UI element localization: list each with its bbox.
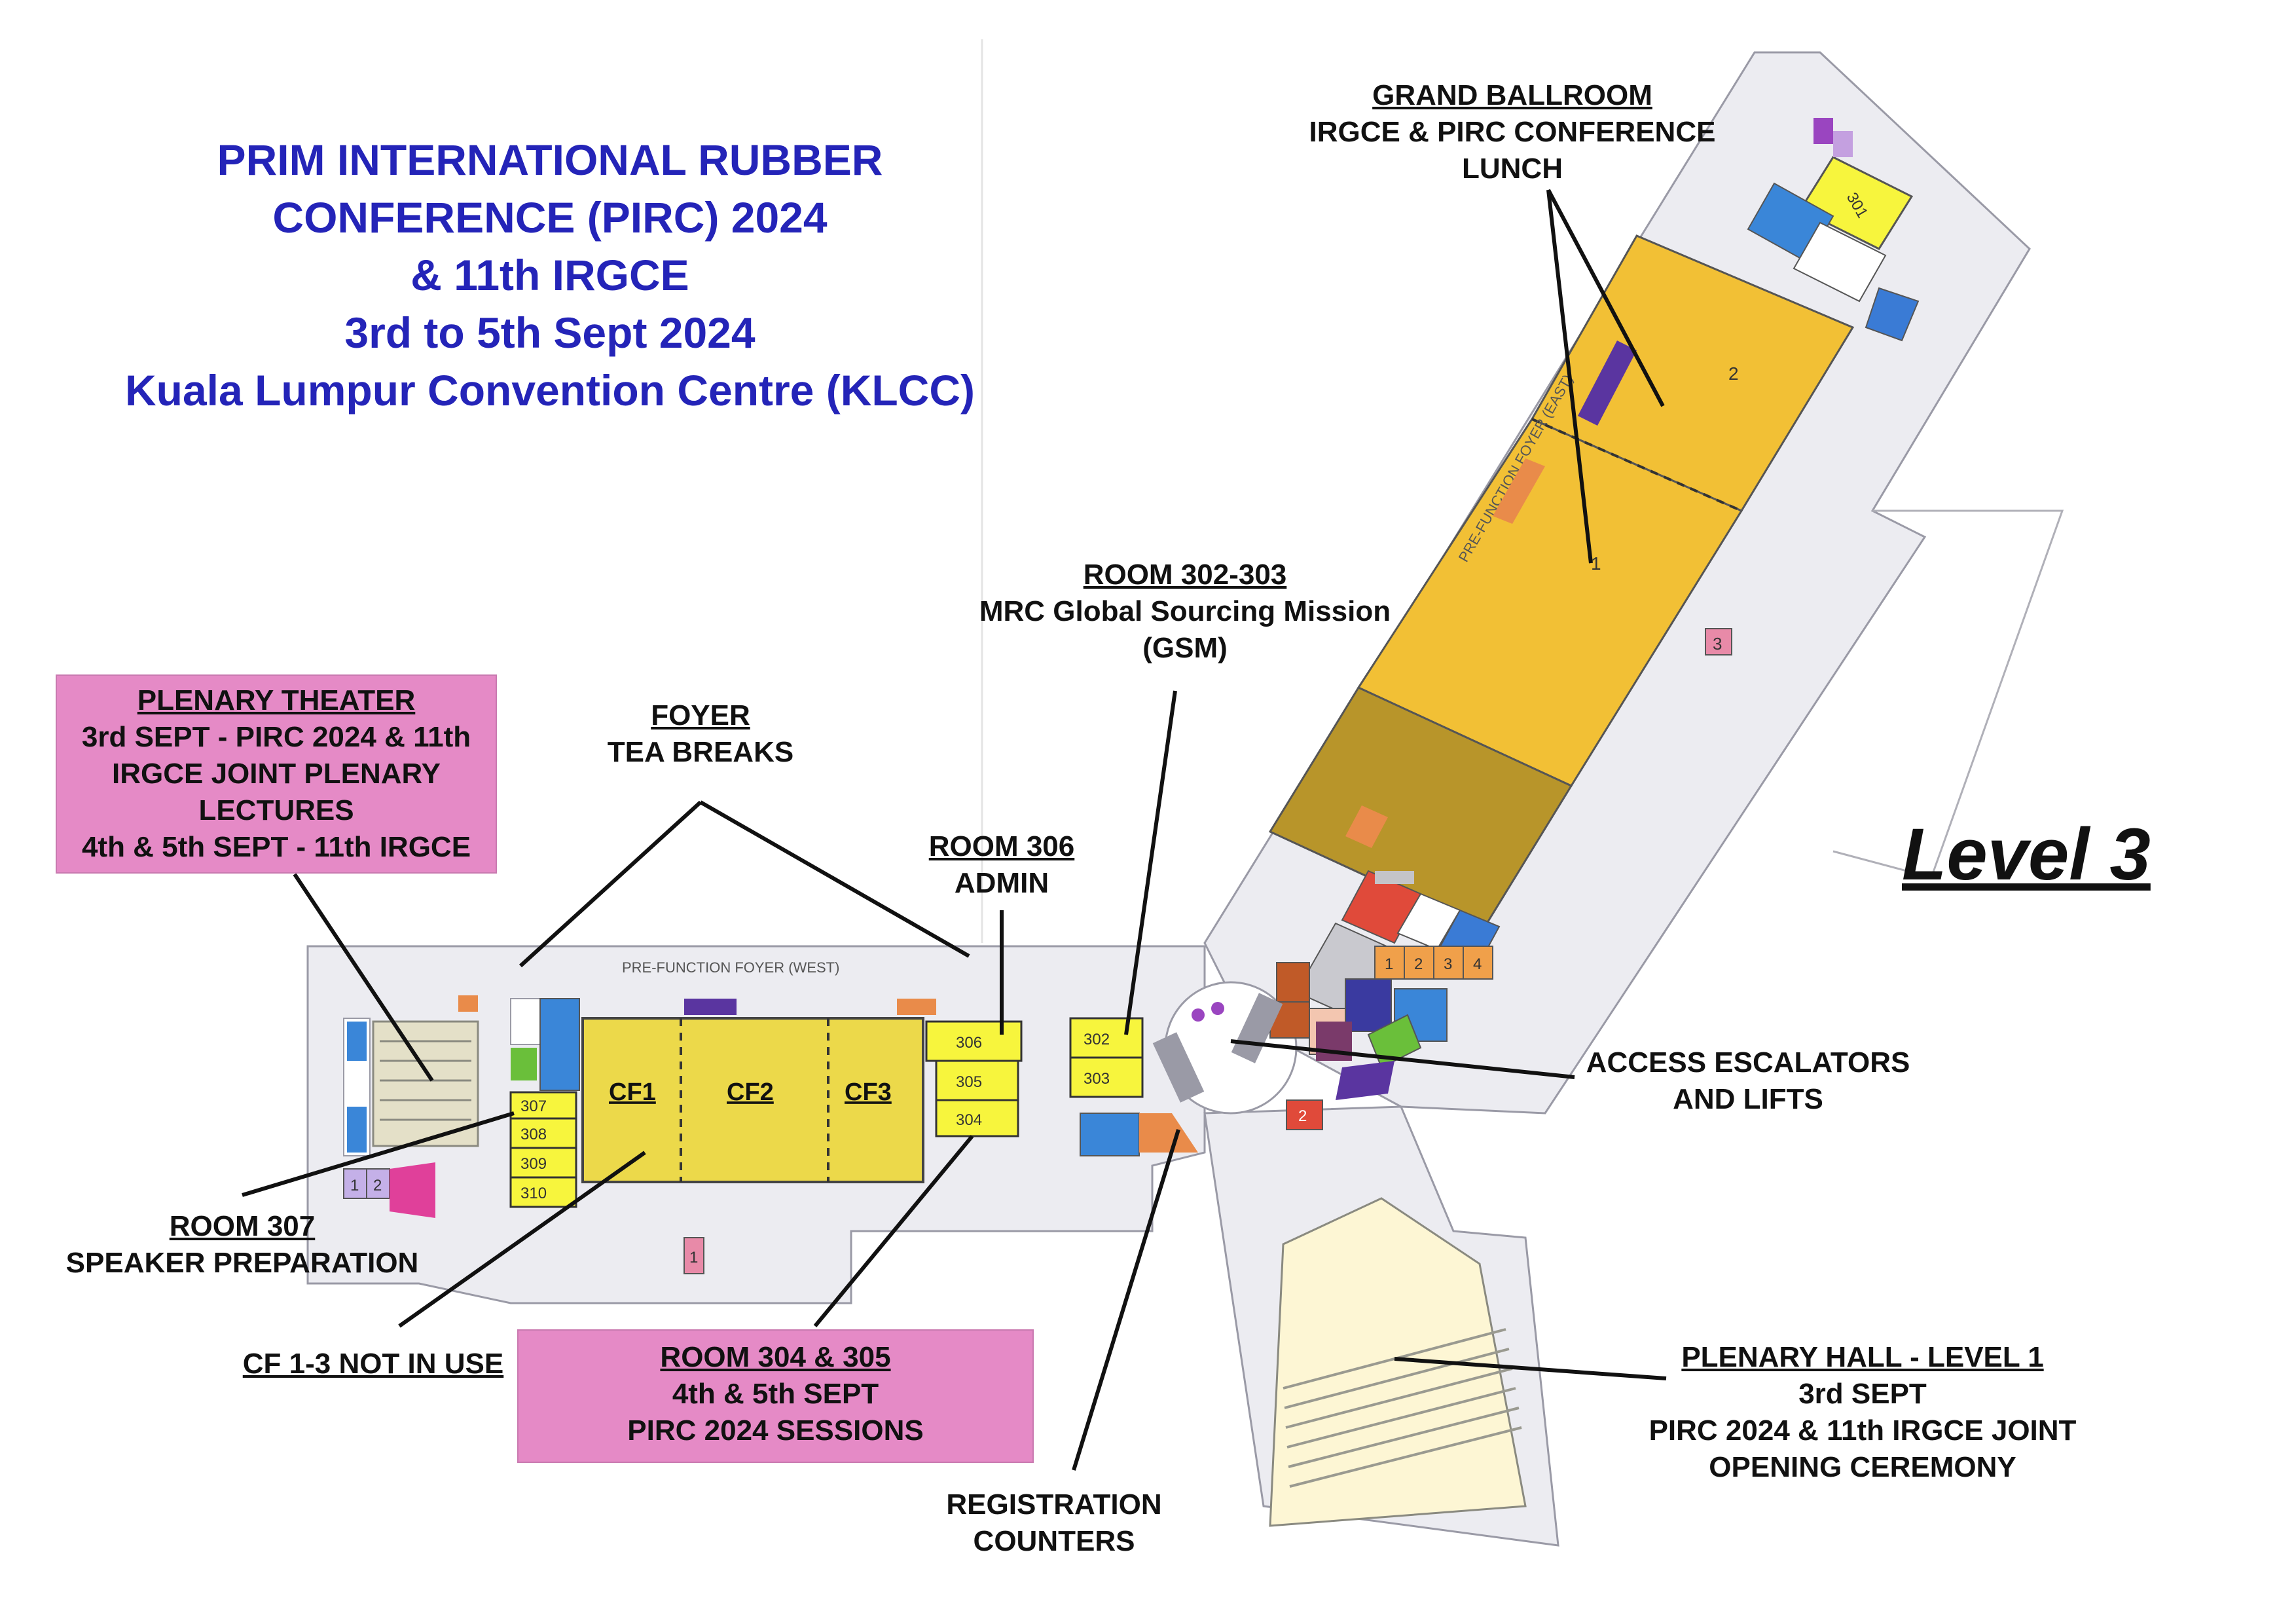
access-escalators-line-1: ACCESS ESCALATORS — [1586, 1046, 1910, 1079]
registration-counters-label: REGISTRATION COUNTERS — [930, 1486, 1178, 1560]
ballroom-number-1: 1 — [1591, 553, 1601, 574]
room-n4-label: 4 — [1473, 955, 1482, 973]
room-306 — [925, 1020, 1023, 1062]
plenary-theater-label: PLENARY THEATER 3rd SEPT - PIRC 2024 & 1… — [56, 682, 497, 866]
room-304-label: 304 — [956, 1111, 982, 1129]
cf-not-in-use-label: CF 1-3 NOT IN USE — [170, 1346, 576, 1382]
room-303-label: 303 — [1084, 1070, 1110, 1088]
room-306-label: 306 — [956, 1034, 982, 1052]
plenary-theater-line-2: IRGCE JOINT PLENARY — [112, 758, 441, 790]
grand-ballroom-line-1: IRGCE & PIRC CONFERENCE — [1309, 116, 1716, 148]
room-304-305-line-2: PIRC 2024 SESSIONS — [627, 1414, 924, 1447]
room-n4 — [1463, 946, 1493, 980]
cf2-label: CF2 — [727, 1079, 774, 1106]
room-304-305-label: ROOM 304 & 305 4th & 5th SEPT PIRC 2024 … — [517, 1339, 1034, 1449]
room-302-303-line-2: (GSM) — [1142, 632, 1228, 664]
room-305 — [935, 1060, 1019, 1101]
room-310-label: 310 — [520, 1185, 547, 1202]
room-308-label: 308 — [520, 1126, 547, 1143]
plenary-hall-heading: PLENARY HALL - LEVEL 1 — [1681, 1341, 2044, 1373]
room-308 — [509, 1117, 577, 1149]
cf3-label: CF3 — [845, 1079, 892, 1106]
room-307-label: 307 — [520, 1098, 547, 1115]
room-302-303-heading: ROOM 302-303 — [1083, 559, 1287, 591]
title-line-5: Kuala Lumpur Convention Centre (KLCC) — [125, 366, 975, 415]
title-line-4: 3rd to 5th Sept 2024 — [344, 308, 756, 357]
grand-ballroom-line-2: LUNCH — [1462, 153, 1563, 185]
room-304 — [935, 1099, 1019, 1137]
plenary-hall-line-3: OPENING CEREMONY — [1709, 1451, 2016, 1483]
room-2-west — [366, 1168, 390, 1199]
title-line-1: PRIM INTERNATIONAL RUBBER — [217, 136, 883, 184]
room-n3 — [1433, 946, 1464, 980]
plenary-hall-line-1: 3rd SEPT — [1798, 1378, 1927, 1410]
title-line-2: CONFERENCE (PIRC) 2024 — [272, 193, 828, 242]
cf1-label: CF1 — [609, 1079, 656, 1106]
room-304-305-line-1: 4th & 5th SEPT — [672, 1378, 879, 1410]
room-302 — [1069, 1017, 1144, 1059]
plenary-hall-label: PLENARY HALL - LEVEL 1 3rd SEPT PIRC 202… — [1591, 1339, 2134, 1486]
room-302-303-line-1: MRC Global Sourcing Mission — [979, 595, 1391, 627]
plenary-theater-box — [56, 674, 497, 874]
plenary-theater-line-4: 4th & 5th SEPT - 11th IRGCE — [81, 831, 471, 863]
room-1-south-label: 1 — [689, 1249, 698, 1266]
plenary-theater-line-3: LECTURES — [198, 794, 354, 826]
room-302-303-label: ROOM 302-303 MRC Global Sourcing Mission… — [930, 557, 1440, 667]
pre-function-foyer-west-label: PRE-FUNCTION FOYER (WEST) — [622, 959, 839, 976]
registration-line-2: COUNTERS — [973, 1525, 1135, 1557]
room-n2 — [1404, 946, 1434, 980]
grand-ballroom-heading: GRAND BALLROOM — [1372, 79, 1652, 111]
access-escalators-label: ACCESS ESCALATORS AND LIFTS — [1552, 1044, 1944, 1118]
room-2-south-label: 2 — [1298, 1107, 1307, 1125]
room-n1-label: 1 — [1385, 955, 1393, 973]
grand-ballroom-label: GRAND BALLROOM IRGCE & PIRC CONFERENCE L… — [1257, 77, 1768, 187]
room-2-west-label: 2 — [373, 1177, 382, 1194]
room-304-305-heading: ROOM 304 & 305 — [660, 1341, 891, 1373]
plenary-theater-heading: PLENARY THEATER — [137, 684, 416, 716]
room-1-west-label: 1 — [350, 1177, 359, 1194]
room-306-label: ROOM 306 ADMIN — [871, 828, 1133, 902]
conference-title: PRIM INTERNATIONAL RUBBER CONFERENCE (PI… — [59, 131, 1041, 419]
room-305-label: 305 — [956, 1073, 982, 1091]
level-heading: Level 3 — [1902, 813, 2151, 895]
room-307-line-1: SPEAKER PREPARATION — [65, 1247, 419, 1279]
room-306-line-1: ADMIN — [954, 867, 1049, 899]
room-303 — [1069, 1056, 1144, 1098]
room-306-heading: ROOM 306 — [928, 830, 1075, 862]
room-307-heading: ROOM 307 — [169, 1210, 316, 1242]
ballroom-number-2: 2 — [1728, 363, 1739, 384]
title-line-3: & 11th IRGCE — [410, 251, 689, 299]
room-307-label: ROOM 307 SPEAKER PREPARATION — [26, 1208, 458, 1282]
room-n2-label: 2 — [1414, 955, 1423, 973]
plenary-hall-line-2: PIRC 2024 & 11th IRGCE JOINT — [1649, 1414, 2077, 1447]
room-n3-label: 3 — [1444, 955, 1452, 973]
registration-line-1: REGISTRATION — [946, 1488, 1162, 1521]
room-301 — [1798, 156, 1914, 250]
registration-counters — [1080, 1113, 1140, 1156]
cf-not-in-use-heading: CF 1-3 NOT IN USE — [242, 1348, 504, 1380]
access-escalators-line-2: AND LIFTS — [1673, 1083, 1823, 1115]
foyer-line-1: TEA BREAKS — [607, 736, 794, 768]
plenary-theater-line-1: 3rd SEPT - PIRC 2024 & 11th — [81, 721, 471, 753]
room-304-305-box — [517, 1329, 1034, 1463]
foyer-heading: FOYER — [651, 699, 750, 731]
room-302-label: 302 — [1084, 1031, 1110, 1048]
plenary-theater-seating — [372, 1020, 479, 1147]
room-310 — [509, 1176, 577, 1208]
foyer-label: FOYER TEA BREAKS — [570, 697, 831, 771]
room-3-label: 3 — [1713, 634, 1722, 654]
room-309-label: 309 — [520, 1155, 547, 1173]
